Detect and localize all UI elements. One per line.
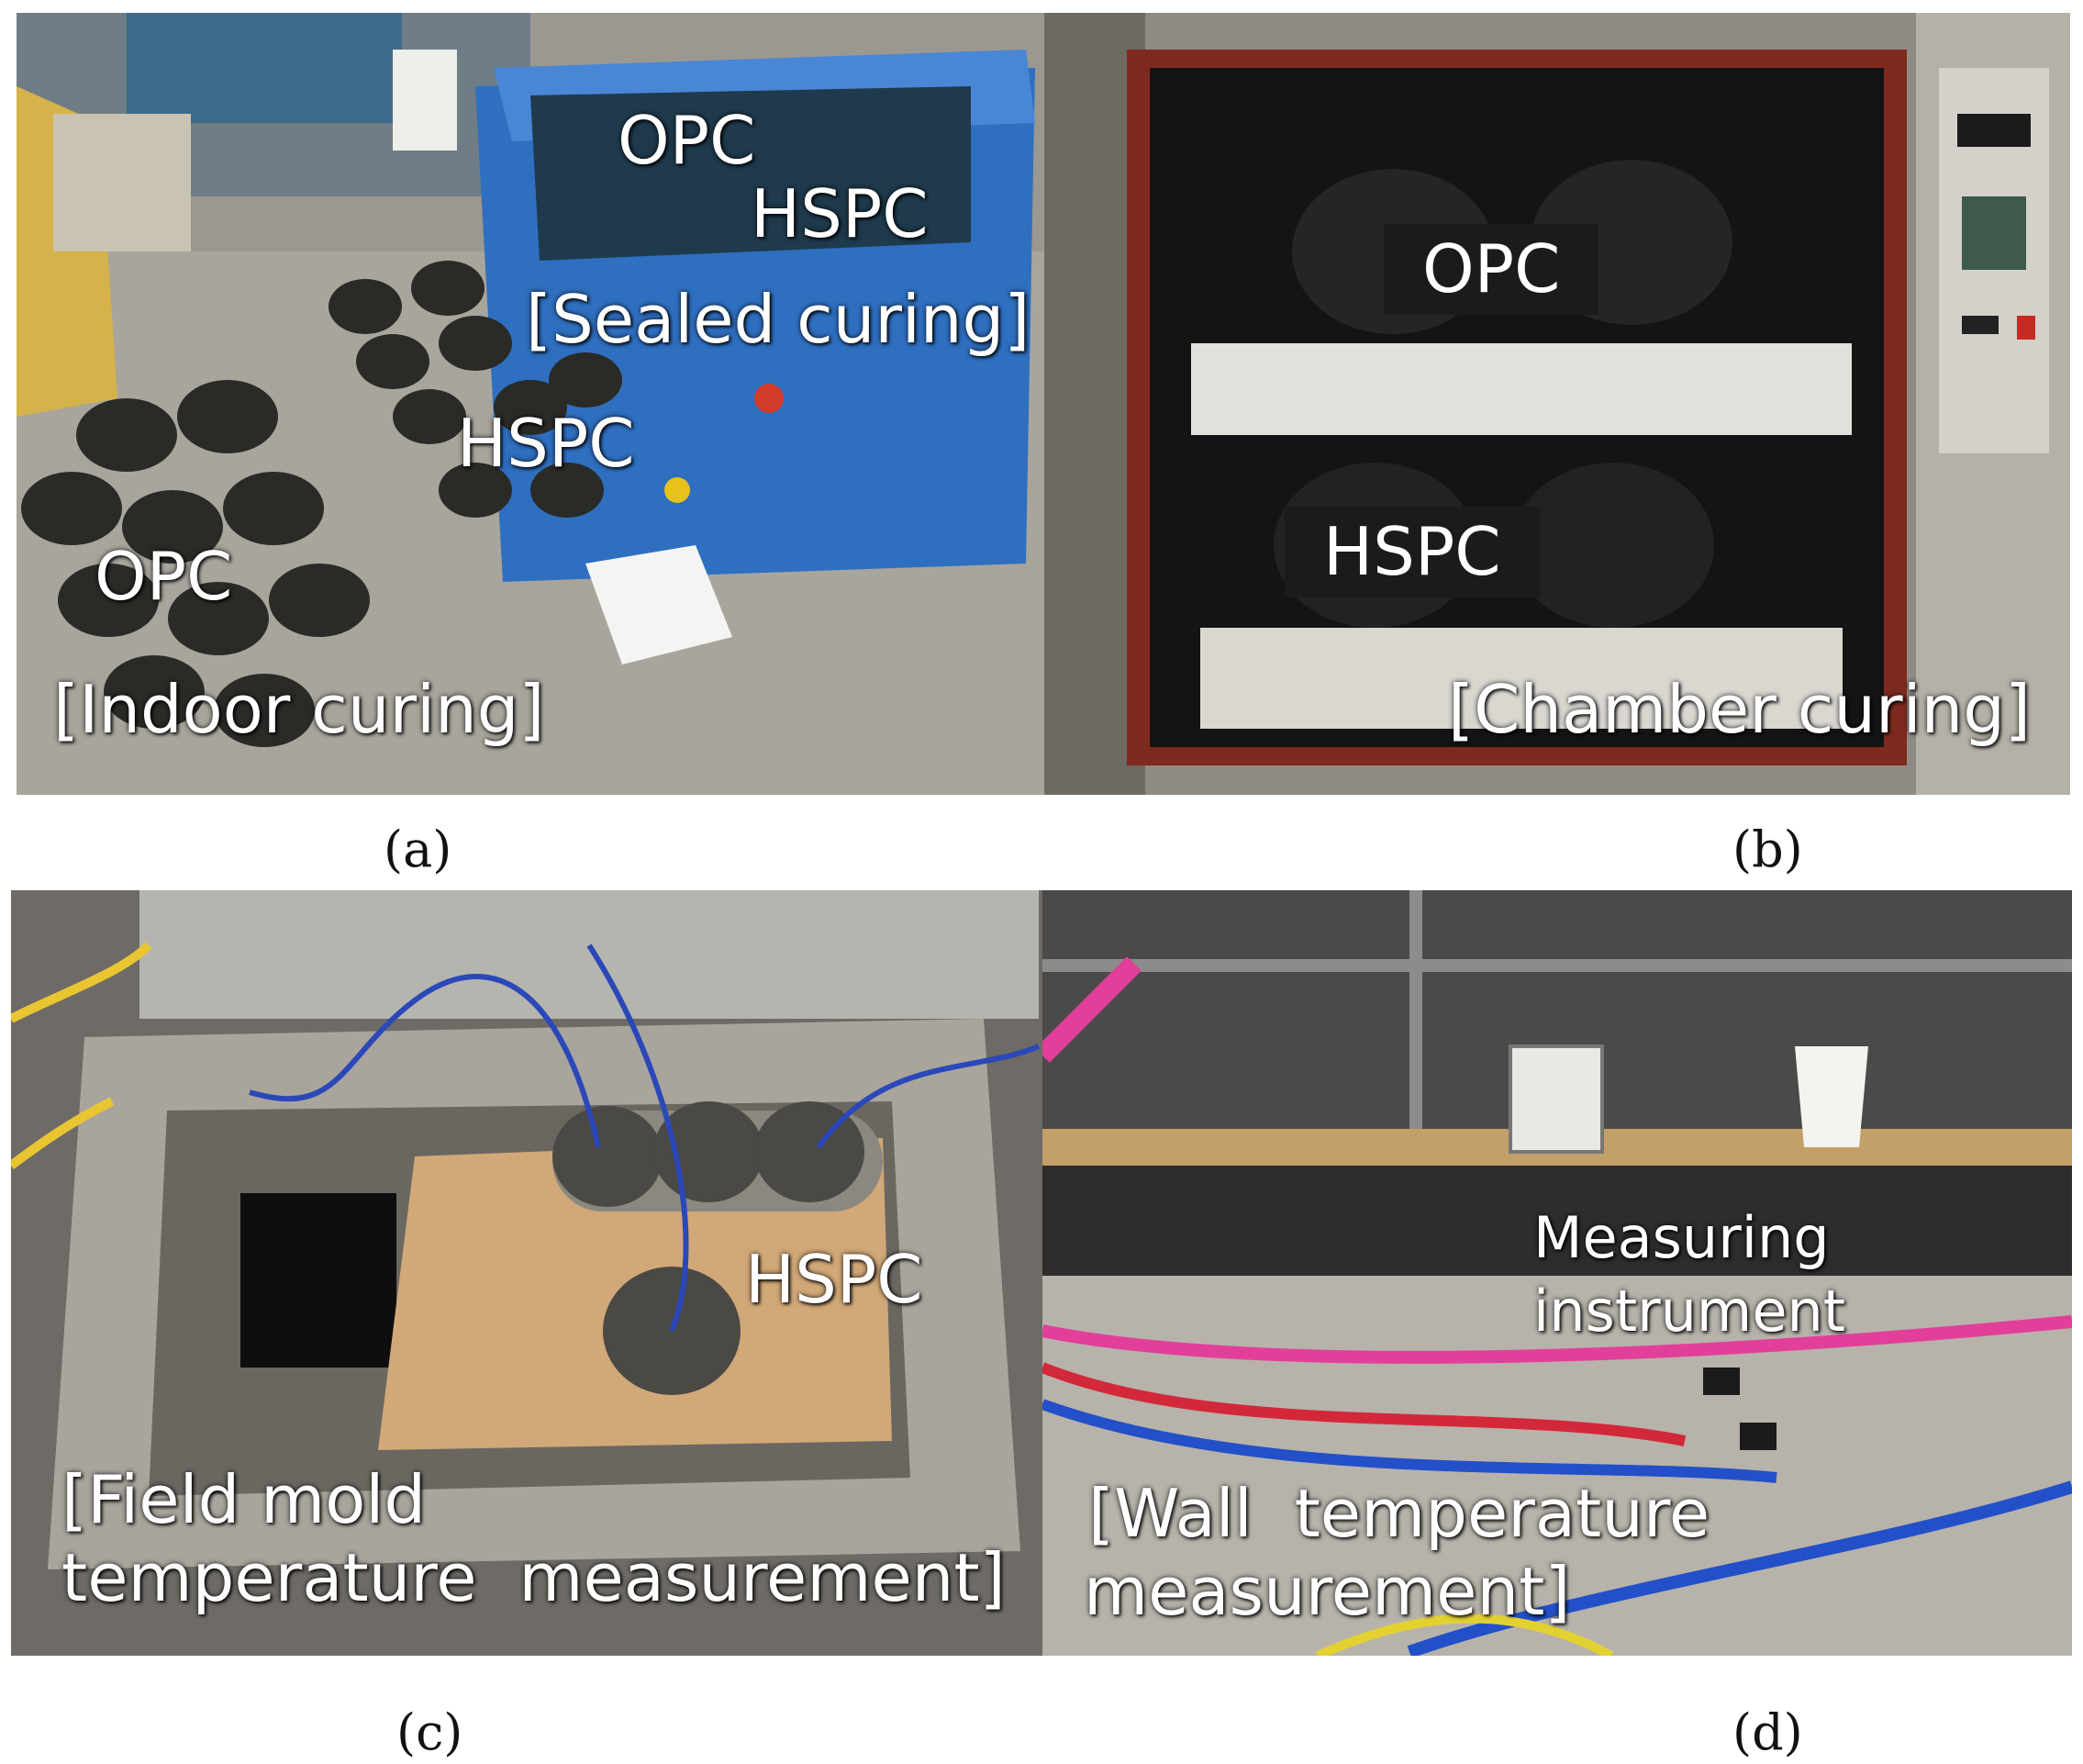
label-wall-temperature-line2: measurement] bbox=[1084, 1553, 1571, 1630]
label-opc-sealed: OPC bbox=[618, 102, 756, 179]
label-hspc-sealed: HSPC bbox=[751, 175, 929, 252]
panel-a-photo bbox=[17, 13, 1044, 795]
label-hspc-floor: HSPC bbox=[457, 405, 635, 482]
label-sealed-curing: [Sealed curing] bbox=[526, 281, 1030, 358]
label-measuring-line2: instrument bbox=[1533, 1278, 1846, 1345]
panel-b-photo bbox=[1044, 13, 2070, 795]
panel-c-field-mold-photo: HSPC [Field mold temperature measurement… bbox=[11, 890, 1042, 1656]
label-field-mold-line2: temperature measurement] bbox=[61, 1539, 1006, 1616]
label-indoor-curing: [Indoor curing] bbox=[53, 671, 545, 748]
label-opc-chamber: OPC bbox=[1384, 224, 1599, 316]
panel-d-wall-temperature-photo: Measuring instrument [Wall temperature m… bbox=[1042, 890, 2072, 1656]
label-opc-floor: OPC bbox=[95, 538, 233, 615]
caption-b: (b) bbox=[1732, 821, 1803, 878]
caption-a: (a) bbox=[384, 821, 452, 878]
panel-d-photo bbox=[1042, 890, 2072, 1656]
label-hspc-chamber: HSPC bbox=[1285, 507, 1540, 598]
label-field-mold-line1: [Field mold bbox=[61, 1461, 427, 1538]
caption-d: (d) bbox=[1732, 1703, 1803, 1761]
panel-a-indoor-sealed-curing-photo: OPC HSPC [Sealed curing] HSPC OPC [Indoo… bbox=[17, 13, 1044, 795]
label-hspc-field: HSPC bbox=[745, 1241, 923, 1318]
caption-c: (c) bbox=[396, 1703, 463, 1761]
label-chamber-curing: [Chamber curing] bbox=[1448, 671, 2031, 748]
label-measuring-line1: Measuring bbox=[1533, 1204, 1830, 1271]
panel-c-photo bbox=[11, 890, 1042, 1656]
panel-b-chamber-curing-photo: OPC HSPC [Chamber curing] bbox=[1044, 13, 2070, 795]
label-wall-temperature-line1: [Wall temperature bbox=[1088, 1475, 1710, 1552]
